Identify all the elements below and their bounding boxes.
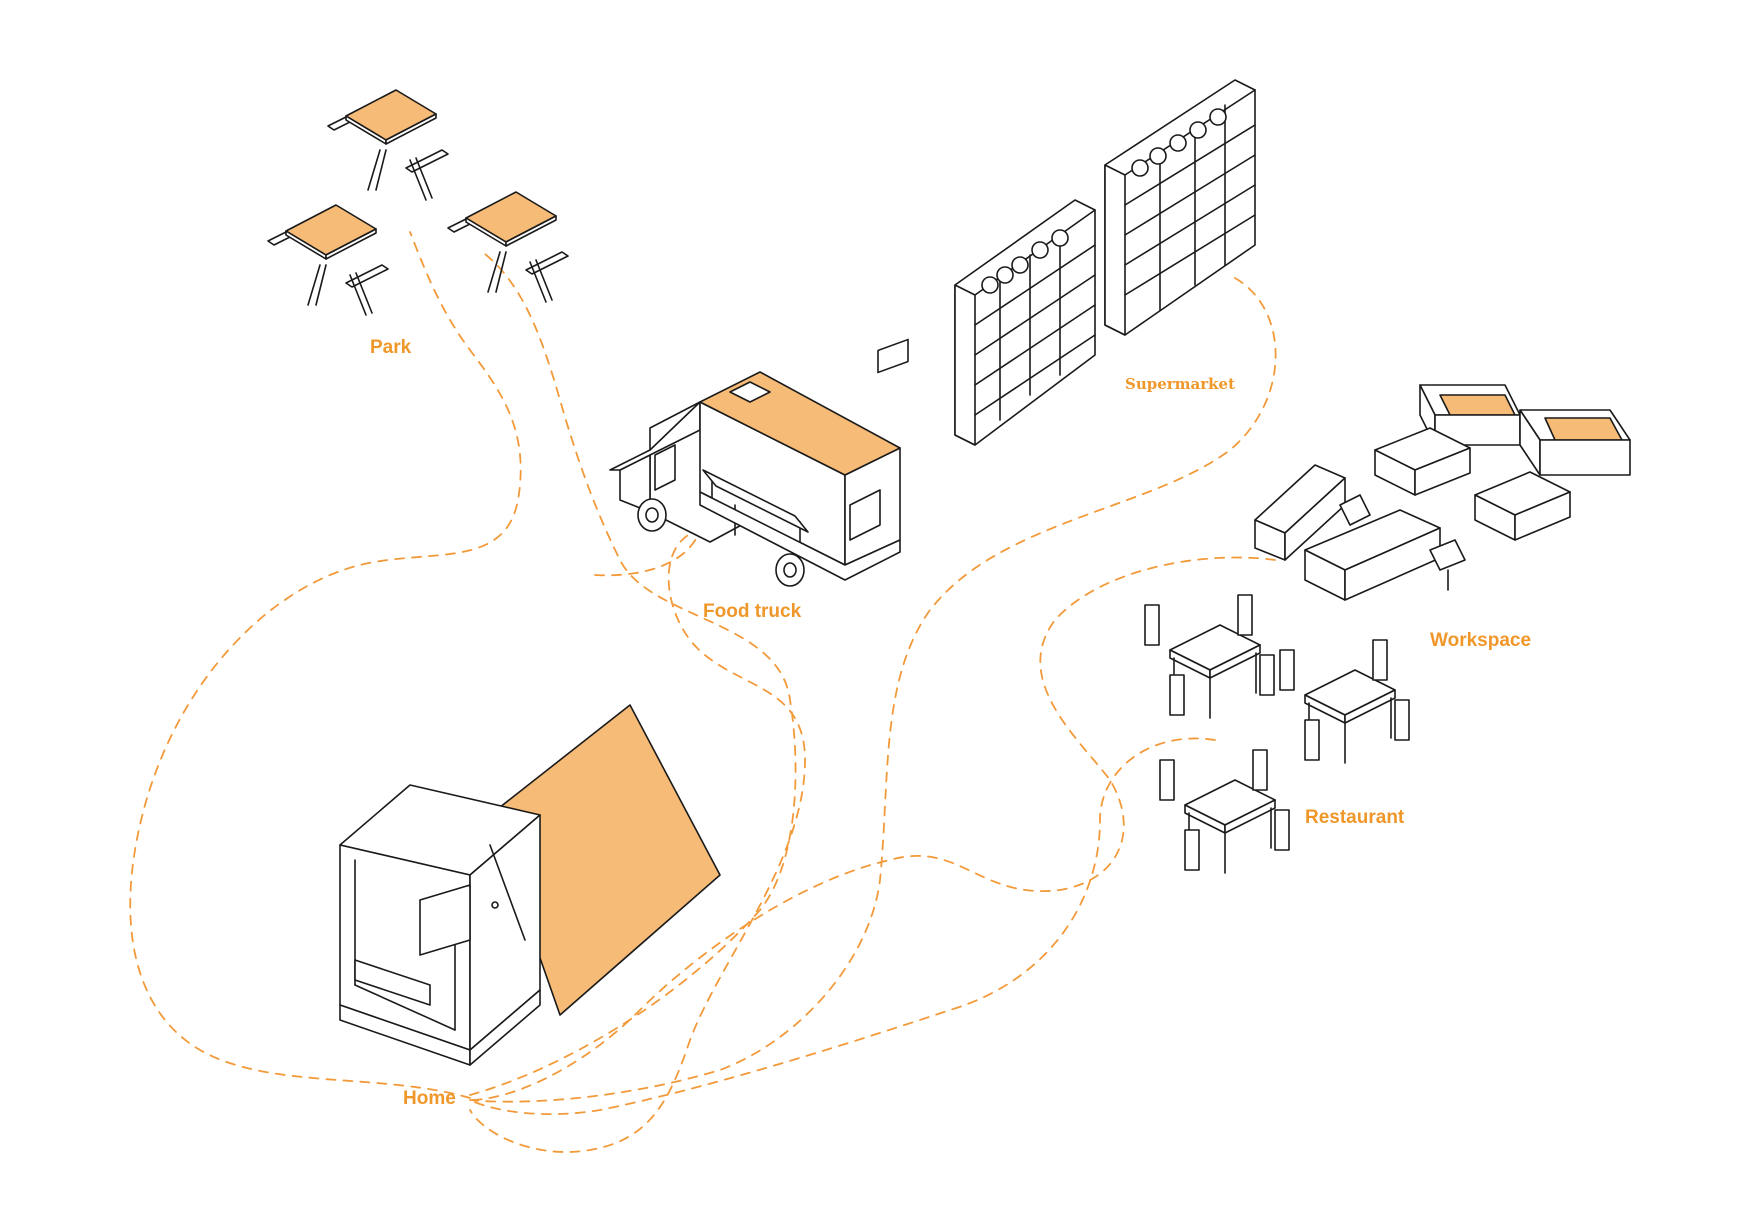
dining-set-icon (1279, 639, 1410, 764)
picnic-table-icon (327, 89, 449, 201)
dining-set-icon (1159, 749, 1290, 874)
supermarket-label: Supermarket (1125, 375, 1236, 393)
home-label: Home (403, 1088, 456, 1109)
picnic-table-icon (447, 191, 569, 303)
path-restaurant-home (469, 737, 1216, 1115)
journey-paths (129, 231, 1277, 1153)
home-dwelling-icon (339, 704, 721, 1066)
workspace-coffee-table-icon (1374, 427, 1571, 541)
supermarket-shelf-icon (954, 199, 1096, 446)
workspace-sofa-icon (1519, 409, 1631, 476)
path-supermarket-home (469, 277, 1277, 1103)
restaurant-label: Restaurant (1305, 807, 1405, 828)
path-workspace-home (469, 556, 1276, 1101)
path-home-park-outer (129, 231, 522, 1099)
workspace-desk-icon (1254, 464, 1466, 601)
workspace-label: Workspace (1430, 630, 1532, 651)
food-truck-icon (609, 338, 909, 587)
food-truck-label: Food truck (703, 601, 802, 622)
path-home-park-inner (469, 249, 797, 1096)
park-label: Park (370, 337, 412, 358)
supermarket-shelf-icon (1104, 79, 1256, 336)
picnic-table-icon (267, 204, 389, 316)
dining-set-icon (1144, 594, 1275, 719)
workspace-sofa-icon (1419, 384, 1521, 446)
